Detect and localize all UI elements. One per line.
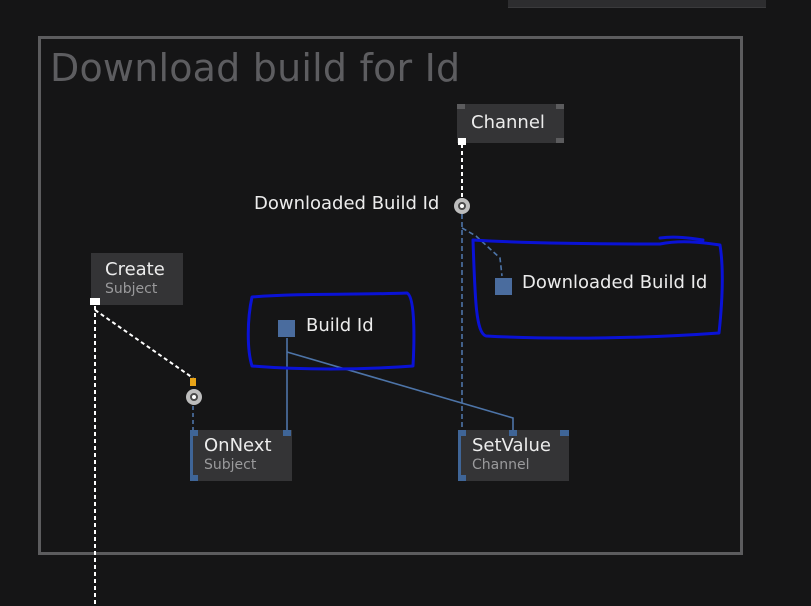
create-node-title: Create (105, 259, 165, 280)
setvalue-node-title: SetValue (472, 435, 551, 456)
setvalue-bottom-port[interactable] (458, 475, 466, 481)
build-id-variable-icon[interactable] (278, 320, 295, 337)
top-toolbar-strip (508, 0, 766, 8)
group-frame[interactable] (38, 36, 743, 555)
channel-node-corner-bottom-right (556, 138, 564, 143)
setvalue-node[interactable]: SetValue Channel (458, 430, 569, 481)
channel-node-title: Channel (471, 112, 545, 133)
create-node-subtitle: Subject (105, 281, 158, 297)
setvalue-left-edge (458, 436, 461, 475)
onnext-node[interactable]: OnNext Subject (190, 430, 292, 481)
onnext-exec-input-tab[interactable] (190, 378, 196, 386)
channel-node-corner-left (457, 104, 465, 109)
onnext-bottom-port[interactable] (190, 475, 198, 481)
group-title: Download build for Id (50, 46, 461, 90)
channel-output-port[interactable] (458, 138, 466, 145)
setvalue-input-port-channel[interactable] (458, 430, 466, 436)
onnext-node-subtitle: Subject (204, 457, 257, 473)
channel-node[interactable]: Channel (457, 104, 564, 143)
onnext-input-port-value[interactable] (283, 430, 291, 436)
onnext-input-port-left[interactable] (190, 430, 198, 436)
create-node[interactable]: Create Subject (91, 253, 183, 305)
onnext-pin-icon[interactable] (186, 389, 202, 405)
setvalue-output-port[interactable] (560, 430, 569, 436)
setvalue-input-port-value[interactable] (509, 430, 517, 436)
downloaded-build-id-pin-label: Downloaded Build Id (254, 193, 440, 214)
onnext-left-edge (190, 436, 193, 475)
build-id-variable-label: Build Id (306, 315, 374, 336)
downloaded-build-id-variable-icon[interactable] (495, 278, 512, 295)
downloaded-build-id-variable-label: Downloaded Build Id (522, 272, 708, 293)
onnext-node-title: OnNext (204, 435, 272, 456)
setvalue-node-subtitle: Channel (472, 457, 530, 473)
create-output-port[interactable] (90, 298, 100, 305)
channel-node-corner-right (556, 104, 564, 109)
downloaded-build-id-pin-icon[interactable] (454, 198, 470, 214)
